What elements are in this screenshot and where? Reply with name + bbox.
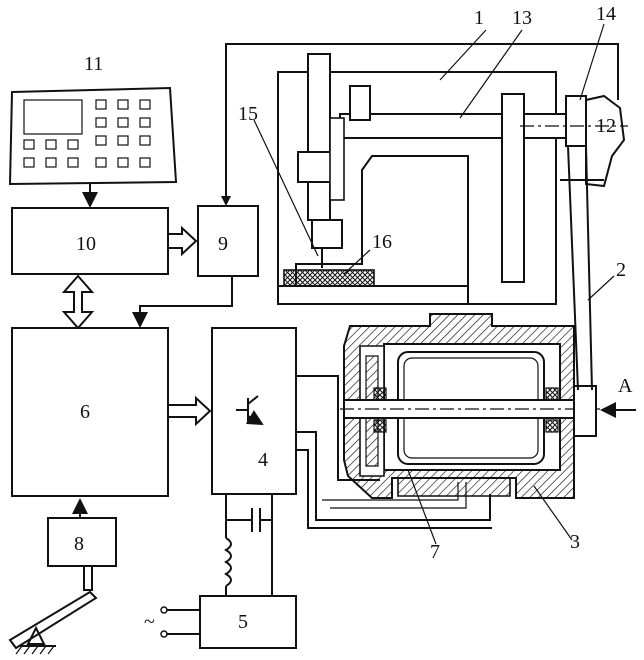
label-1: 1 [474,7,484,29]
label-9: 9 [218,233,228,255]
keypad-keys [23,99,151,168]
label-8: 8 [74,533,84,555]
label-16: 16 [372,231,392,253]
label-A: A [618,375,633,397]
block-10 [11,207,169,275]
servo-motor [340,313,600,499]
label-12: 12 [596,115,616,137]
label-4: 4 [258,449,268,471]
label-15: 15 [238,103,258,125]
label-2: 2 [616,259,626,281]
label-3: 3 [570,531,580,553]
ac-symbol: ~ [144,611,155,633]
block-9 [197,205,259,277]
transistor-symbol [236,395,264,425]
leader-lines [253,23,615,545]
sewing-machine-head [277,53,628,305]
label-5: 5 [238,611,248,633]
label-13: 13 [512,7,532,29]
block-6 [11,327,169,497]
control-panel [8,86,178,186]
label-7: 7 [430,541,440,563]
block-4 [211,327,297,495]
label-10: 10 [76,233,96,255]
label-11: 11 [84,53,103,75]
block-5 [199,595,297,649]
label-14: 14 [596,3,616,25]
label-6: 6 [80,401,90,423]
block-8 [47,517,117,567]
foot-pedal [8,566,98,655]
